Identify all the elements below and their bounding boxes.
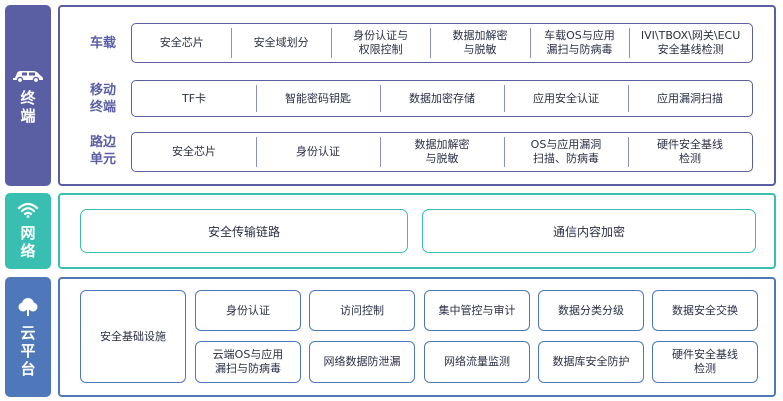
cloud-icon [18, 298, 38, 316]
cloud-item: 网络流量监测 [424, 341, 530, 383]
cloud-item: 硬件安全基线 检测 [652, 341, 758, 383]
vehicle-item: 安全芯片 [159, 36, 204, 49]
vehicle-item: 安全域划分 [231, 24, 330, 62]
roadside-row: 安全芯片 身份认证 数据加解密 与脱敏 OS与应用漏洞 扫描、防病毒 硬件安全基… [131, 132, 753, 172]
mobile-item: 应用安全认证 [504, 81, 628, 116]
terminal-label: 终端 [20, 88, 36, 125]
roadside-item: 数据加解密 与脱敏 [380, 133, 504, 171]
row-label-mobile: 移动 终端 [89, 83, 116, 115]
mobile-item: 数据加密存储 [380, 81, 504, 116]
security-infrastructure: 安全基础设施 [80, 290, 186, 383]
roadside-item: 安全芯片 [172, 145, 216, 158]
mobile-item: TF卡 [181, 91, 207, 105]
row-label-vehicle: 车载 [89, 36, 116, 51]
cloud-item: 访问控制 [309, 290, 415, 331]
mobile-item: 智能密码钥匙 [256, 81, 380, 116]
cloud-item: 云端OS与应用 漏扫与防病毒 [195, 341, 301, 383]
vehicle-item: 车载OS与应用 漏扫与防病毒 [529, 24, 629, 62]
cloud-item: 网络数据防泄漏 [309, 341, 415, 383]
vehicle-item: 数据加解密 与脱敏 [430, 24, 529, 62]
roadside-item: 硬件安全基线 检测 [628, 133, 752, 171]
cloud-item: 数据分类分级 [538, 290, 644, 331]
network-label: 网络 [20, 224, 36, 260]
communication-encryption: 通信内容加密 [422, 209, 756, 253]
car-icon [13, 70, 43, 83]
vehicle-item: 身份认证与 权限控制 [330, 24, 430, 62]
mobile-row: TF卡 智能密码钥匙 数据加密存储 应用安全认证 应用漏洞扫描 [131, 80, 753, 117]
mobile-item: 应用漏洞扫描 [628, 81, 752, 116]
vehicle-item: IVI\TBOX\网关\ECU 安全基线检测 [629, 24, 752, 62]
cloud-item: 数据库安全防护 [538, 341, 644, 383]
roadside-item: OS与应用漏洞 扫描、防病毒 [504, 133, 628, 171]
network-side-label: 网络 [5, 193, 51, 269]
cloud-item: 集中管控与审计 [424, 290, 530, 331]
roadside-item: 身份认证 [256, 133, 380, 171]
vehicle-row: 安全芯片 安全域划分 身份认证与 权限控制 数据加解密 与脱敏 车载OS与应用 … [131, 23, 753, 63]
secure-transport-link: 安全传输链路 [80, 209, 408, 253]
row-label-roadside: 路边 单元 [89, 135, 116, 167]
cloud-item: 身份认证 [195, 290, 301, 331]
cloud-item: 数据安全交换 [652, 290, 758, 331]
cloud-side-label: 云平台 [5, 277, 51, 397]
cloud-label: 云平台 [20, 324, 36, 378]
terminal-side-label: 终端 [5, 5, 51, 186]
wifi-icon [17, 202, 39, 218]
